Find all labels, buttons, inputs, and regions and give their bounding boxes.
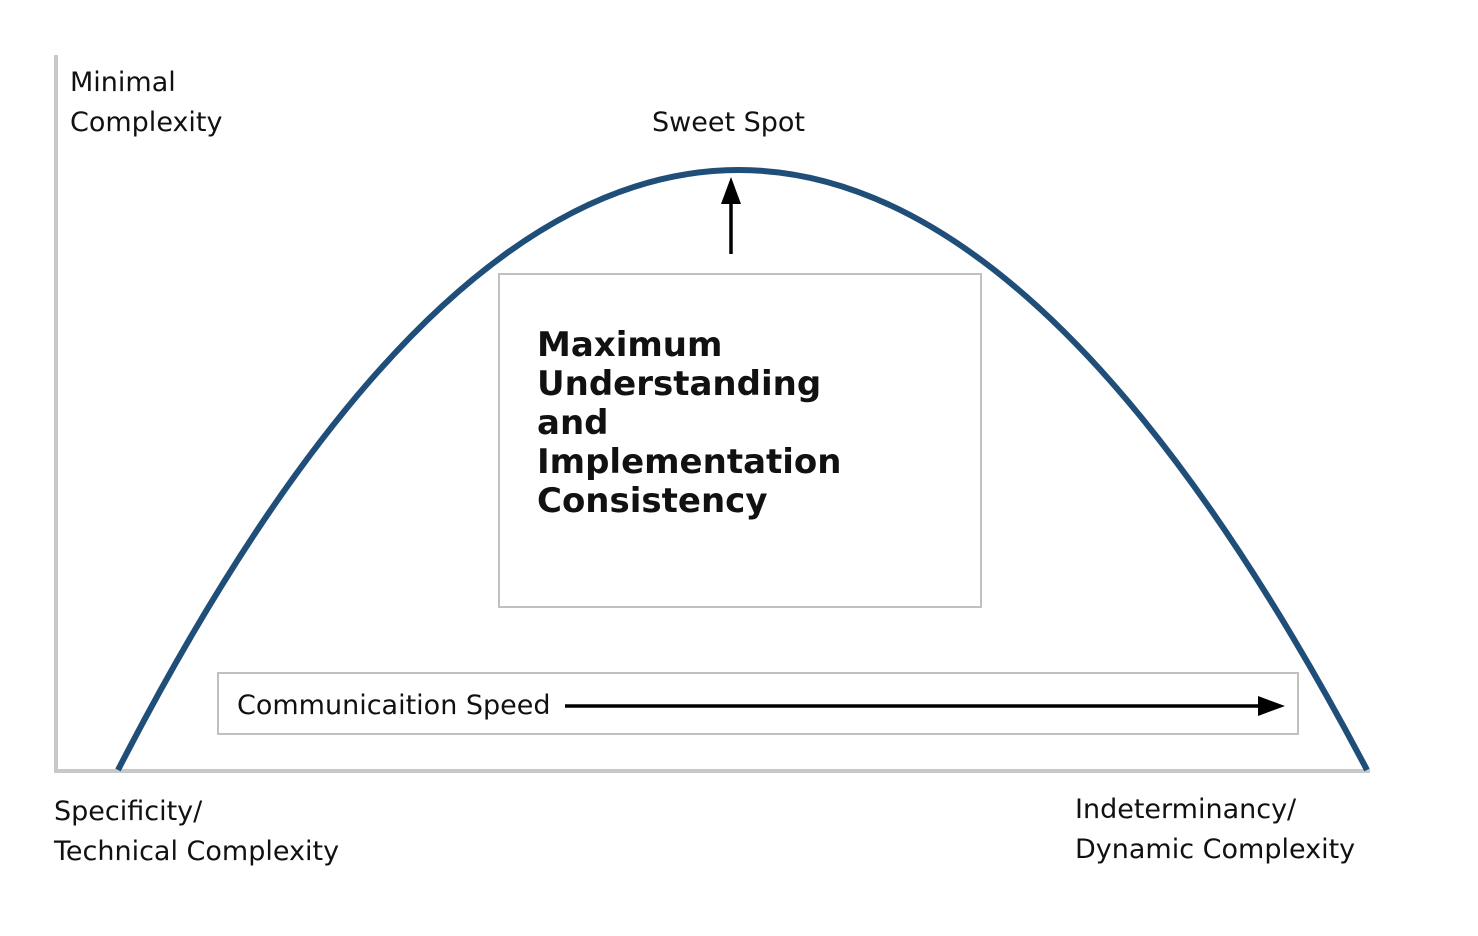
understanding-box [498,273,982,608]
bottom-left-label-line-1: Specificity/ [54,796,203,827]
bottom-right-label-line-1: Indeterminancy/ [1075,794,1297,825]
top-left-label: Minimal Complexity [70,63,223,143]
top-left-label-line-1: Minimal [70,67,176,98]
understanding-line-5: Consistency [537,481,768,521]
understanding-line-3: and [537,403,609,443]
up-arrow-head [721,177,741,204]
communication-speed-label: Communicaition Speed [237,690,551,721]
top-left-label-line-2: Complexity [70,107,223,138]
understanding-line-1: Maximum [537,325,723,365]
understanding-line-4: Implementation [537,442,842,482]
bottom-left-label-line-2: Technical Complexity [54,836,340,867]
bottom-right-label-line-2: Dynamic Complexity [1075,834,1356,865]
sweet-spot-text: Sweet Spot [652,107,805,138]
bottom-right-label: Indeterminancy/ Dynamic Complexity [1075,790,1355,870]
communication-speed-box [217,672,1299,735]
sweet-spot-curve [115,167,1370,772]
sweet-spot-label: Sweet Spot [652,103,805,143]
understanding-line-2: Understanding [537,364,822,404]
bottom-left-label: Specificity/ Technical Complexity [54,792,339,872]
speed-arrow-head [1258,696,1285,716]
understanding-text: Maximum Understanding and Implementation… [537,326,842,521]
